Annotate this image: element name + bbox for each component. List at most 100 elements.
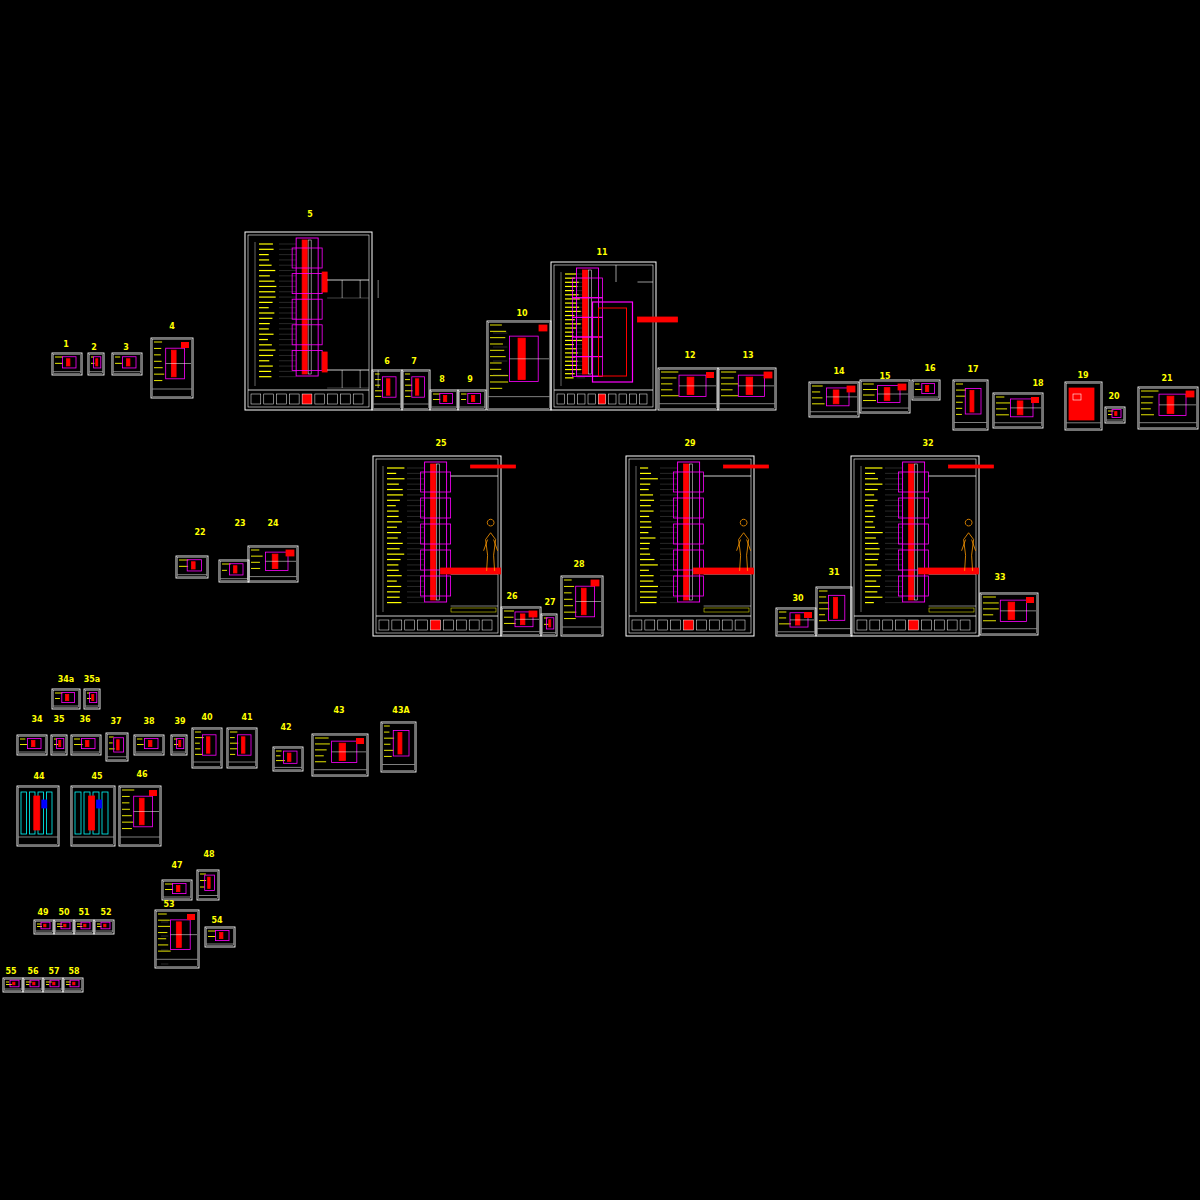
sheet-part <box>153 340 192 397</box>
drawing-line <box>504 611 514 612</box>
drawing-line <box>865 591 877 592</box>
drawing-line <box>640 543 650 544</box>
sheet-part <box>114 355 141 374</box>
drawing-line <box>493 361 507 362</box>
drawing-line <box>956 384 963 385</box>
sheet-part <box>563 578 602 635</box>
drawing-line <box>812 403 825 404</box>
sheet-part <box>59 740 61 746</box>
drawing-line <box>279 249 296 250</box>
sheet-part <box>62 692 75 702</box>
sheet-part <box>179 740 181 746</box>
drawing-line <box>229 762 256 763</box>
sheet-part <box>86 691 99 708</box>
drawing-line <box>266 561 297 562</box>
sheet-number: 43 <box>333 707 344 715</box>
sheet-part <box>539 325 547 331</box>
drawing-sheet <box>372 370 402 410</box>
sheet-part <box>353 394 363 404</box>
sheet-part <box>947 620 957 630</box>
drawing-line <box>45 989 62 990</box>
sheet-part <box>177 738 184 748</box>
sheet-part <box>547 618 554 629</box>
drawing-line <box>54 371 81 372</box>
drawing-line <box>387 575 402 576</box>
sheet-part <box>221 562 248 581</box>
drawing-line <box>1011 407 1042 408</box>
sheet-part <box>909 464 914 600</box>
sheet-part <box>17 786 59 846</box>
drawing-line <box>405 390 412 391</box>
sheet-part <box>416 379 419 395</box>
drawing-line <box>259 302 273 303</box>
sheet-part <box>960 620 970 630</box>
drawing-sheet <box>626 456 768 636</box>
sheet-part <box>208 877 210 888</box>
drawing-line <box>387 489 403 490</box>
sheet-part <box>151 338 193 398</box>
drawing-line <box>276 751 282 752</box>
drawing-line <box>812 391 820 392</box>
drawing-line <box>73 752 100 753</box>
drawing-line <box>640 580 653 581</box>
drawing-line <box>660 403 717 404</box>
sheet-part <box>97 800 102 808</box>
sheet-number: 46 <box>136 771 147 779</box>
sheet-part <box>440 393 453 403</box>
drawing-sheet <box>219 560 249 582</box>
sheet-part <box>809 382 859 417</box>
sheet-number: 15 <box>879 373 890 381</box>
drawing-sheet <box>541 614 557 636</box>
drawing-line <box>983 608 999 609</box>
sheet-part <box>418 620 428 630</box>
drawing-sheet <box>953 380 988 430</box>
sheet-part <box>632 620 642 630</box>
drawing-line <box>405 374 410 375</box>
sheet-part <box>112 353 142 375</box>
drawing-line <box>259 365 273 366</box>
sheet-part <box>471 465 516 468</box>
sheet-number: 45 <box>91 773 102 781</box>
drawing-line <box>46 982 52 983</box>
sheet-part <box>45 980 62 991</box>
drawing-line <box>161 936 168 937</box>
drawing-line <box>165 884 173 885</box>
sheet-part <box>328 394 338 404</box>
drawing-line <box>956 402 963 403</box>
drawing-line <box>315 743 330 744</box>
sheet-part <box>207 929 234 946</box>
drawing-line <box>375 385 380 386</box>
drawing-line <box>387 559 401 560</box>
sheet-number: 32 <box>922 440 933 448</box>
sheet-part <box>292 299 322 319</box>
drawing-line <box>259 360 269 361</box>
sheet-part <box>376 459 498 633</box>
sheet-part <box>441 568 501 574</box>
sheet-part <box>61 922 70 929</box>
drawing-line <box>315 755 324 756</box>
drawing-line <box>46 984 49 985</box>
sheet-part <box>314 736 367 775</box>
sheet-part <box>674 550 704 570</box>
sheet-number: 41 <box>241 714 252 722</box>
drawing-line <box>778 631 815 632</box>
sheet-number: 34 <box>31 716 42 724</box>
sheet-part <box>671 620 681 630</box>
drawing-line <box>865 516 875 517</box>
sheet-part <box>591 580 599 586</box>
drawing-line <box>565 361 578 362</box>
sheet-part <box>43 978 63 992</box>
drawing-line <box>387 602 401 603</box>
drawing-sheet <box>816 587 852 636</box>
sheet-part <box>883 620 893 630</box>
drawing-line <box>640 527 652 528</box>
drawing-line <box>275 767 302 768</box>
drawing-line <box>640 554 650 555</box>
drawing-sheet <box>245 232 378 410</box>
drawing-line <box>279 371 296 372</box>
sheet-part <box>187 914 195 920</box>
sheet-part <box>696 620 706 630</box>
drawing-line <box>174 744 178 745</box>
drawing-line <box>956 390 966 391</box>
drawing-line <box>179 566 188 567</box>
